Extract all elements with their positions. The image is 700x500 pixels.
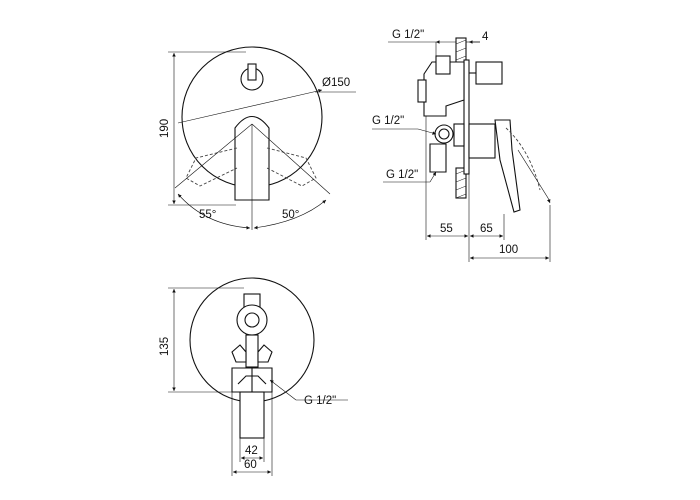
thread-mid-label: G 1/2" bbox=[372, 115, 404, 127]
side-plate bbox=[463, 59, 470, 175]
side-view: G 1/2" 4 G 1/2" G 1/2" 55 65 100 bbox=[372, 29, 551, 262]
wall-label: 4 bbox=[482, 31, 489, 43]
thread-bottom-label: G 1/2" bbox=[386, 169, 418, 181]
depth-body-label: 55 bbox=[440, 223, 453, 235]
thread-top-label: G 1/2" bbox=[392, 29, 424, 41]
angle-left-label: 55° bbox=[199, 209, 216, 221]
rear-outlet bbox=[239, 391, 265, 439]
front-view: 55° 50° Ø150 190 bbox=[159, 46, 356, 230]
rear-thread-label: G 1/2" bbox=[304, 395, 336, 407]
front-lever-left-position bbox=[185, 147, 238, 187]
side-lever bbox=[494, 119, 521, 213]
front-knob-slot bbox=[247, 63, 257, 81]
rear-height-label: 135 bbox=[159, 337, 171, 356]
depth-lever-label: 65 bbox=[480, 223, 493, 235]
angle-right-label: 50° bbox=[282, 209, 299, 221]
side-port bbox=[434, 124, 454, 144]
rear-width-inner-label: 42 bbox=[245, 445, 258, 457]
depth-total-label: 100 bbox=[499, 244, 518, 256]
height-label: 190 bbox=[159, 119, 171, 138]
front-lever-right-position bbox=[266, 147, 317, 187]
rear-inlet-ring bbox=[236, 304, 268, 336]
rear-view: G 1/2" 135 42 60 bbox=[159, 277, 348, 476]
rear-width-outer-label: 60 bbox=[244, 459, 257, 471]
side-lever-base bbox=[468, 123, 496, 159]
side-knob bbox=[475, 61, 503, 85]
diameter-label: Ø150 bbox=[322, 77, 350, 89]
